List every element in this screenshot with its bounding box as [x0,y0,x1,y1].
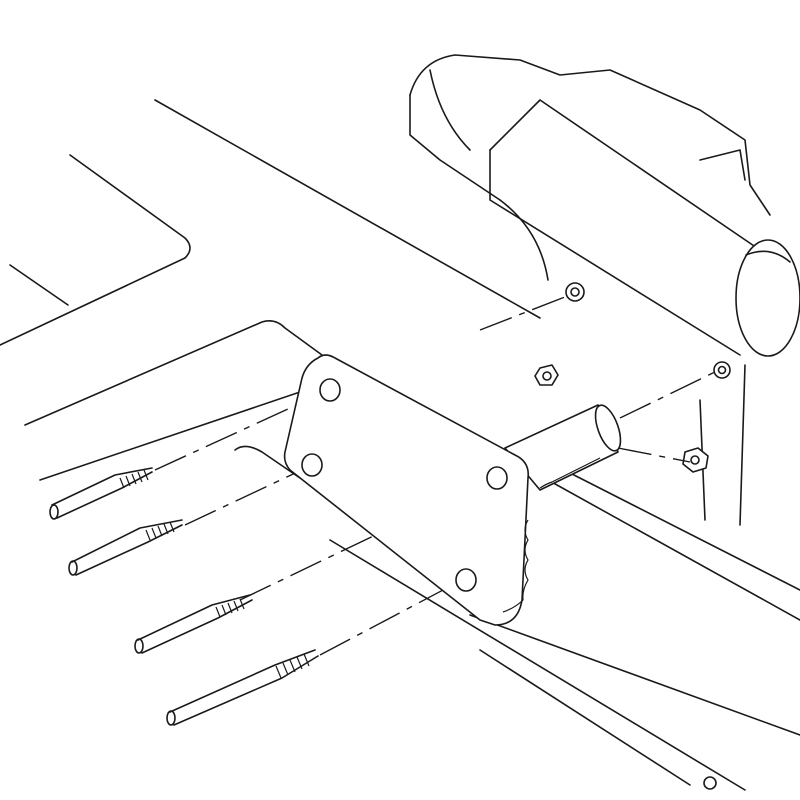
hole-3 [486,466,508,490]
hole-1 [319,378,341,402]
hex-nut-lower [682,447,709,473]
hole-4 [455,568,477,592]
machine-housing [409,54,771,526]
bolt-3 [134,594,253,654]
nut-right [713,361,731,379]
nut-middle [534,364,559,386]
hole-2 [301,453,323,477]
nut-upper [565,282,585,302]
cylinder-shaft [735,239,800,357]
frame-panel-upper-left [0,154,191,346]
bolt-4 [166,649,319,726]
bolt-2 [68,519,183,576]
bolt-1 [49,467,153,520]
frame-long-edge [154,99,541,319]
bracket-plate [283,354,530,626]
plate-holes [301,378,508,592]
